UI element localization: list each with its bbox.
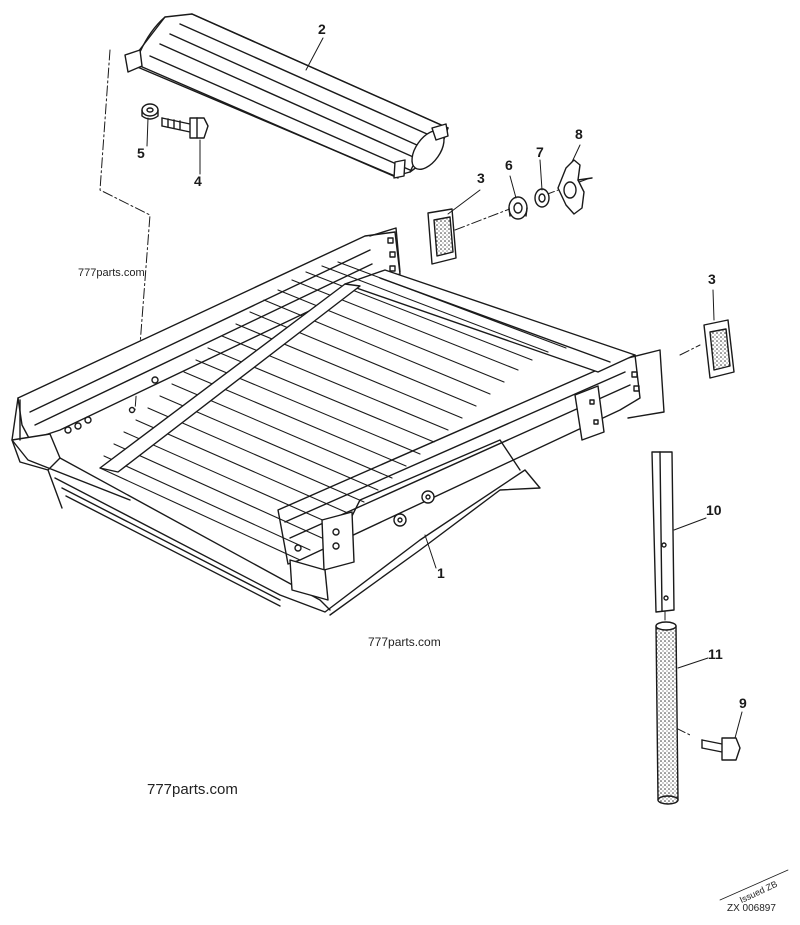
watermark-bottom-left: 777parts.com [147, 781, 238, 798]
locknut-part-6 [508, 196, 528, 220]
tube-part-11 [655, 621, 679, 805]
callout-3-upper: 3 [477, 170, 485, 186]
callout-9: 9 [739, 695, 747, 711]
nut-part-5 [141, 103, 159, 120]
pad-part-3-upper [427, 208, 457, 265]
callout-5: 5 [137, 145, 145, 161]
callout-8: 8 [575, 126, 583, 142]
pad-part-3-right [703, 319, 735, 379]
callout-7: 7 [536, 144, 544, 160]
bolt-part-9 [701, 737, 741, 761]
callout-3-right: 3 [708, 271, 716, 287]
callout-10: 10 [706, 502, 722, 518]
watermark-center: 777parts.com [368, 635, 441, 649]
roller-cover-part [124, 13, 449, 179]
callout-1: 1 [437, 565, 445, 581]
watermark-top-left: 777parts.com [78, 267, 145, 279]
callout-6: 6 [505, 157, 513, 173]
callout-11: 11 [708, 646, 723, 662]
drawing-code: ZX 006897 [727, 903, 776, 914]
flatbar-part-10 [651, 451, 675, 613]
wingnut-part-8 [557, 159, 593, 215]
callout-4: 4 [194, 173, 202, 189]
frame-part-1 [11, 227, 665, 616]
callout-2: 2 [318, 21, 326, 37]
bolt-part-4 [161, 117, 209, 139]
callout-leaders [146, 37, 789, 901]
frame-slats [99, 261, 567, 561]
washer-part-7 [534, 188, 550, 208]
